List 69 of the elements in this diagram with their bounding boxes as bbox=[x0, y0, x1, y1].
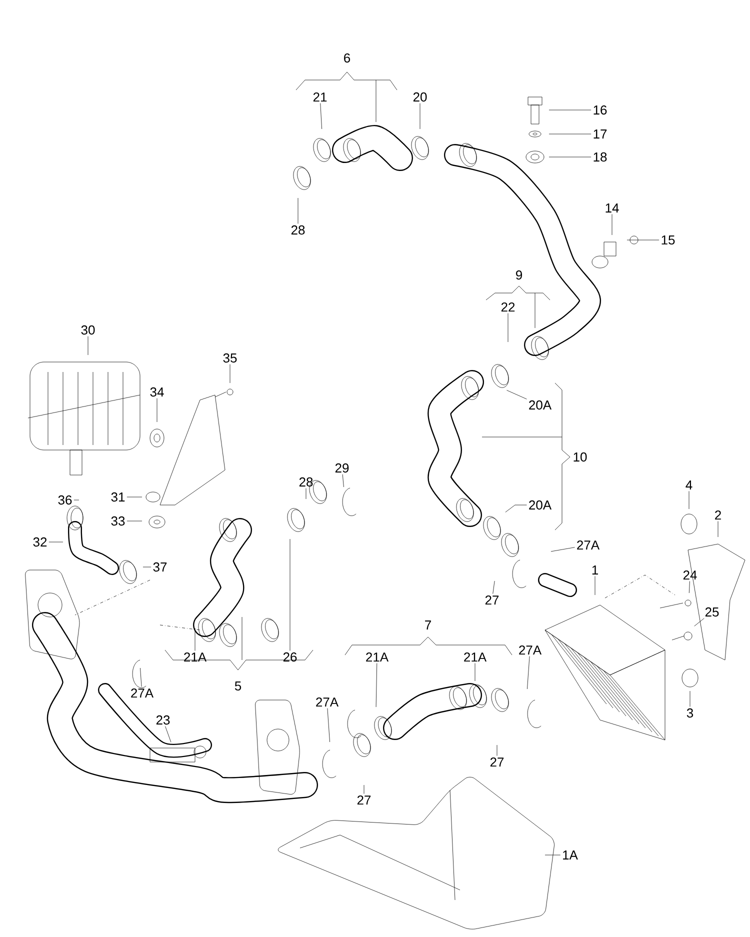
callout-number: 31 bbox=[111, 492, 125, 502]
leader-line bbox=[594, 576, 596, 596]
callout-number: 25 bbox=[705, 607, 719, 617]
callout-number: 21A bbox=[366, 652, 389, 662]
leader-line bbox=[688, 581, 690, 594]
callout-number: 1 bbox=[592, 566, 598, 574]
callout-number: 23 bbox=[156, 715, 170, 725]
callout-number: 9 bbox=[516, 270, 522, 280]
callout-number: 3 bbox=[686, 708, 694, 718]
leader-line bbox=[140, 668, 142, 687]
callout-number: 33 bbox=[111, 516, 125, 526]
callout-number: 20A bbox=[529, 400, 552, 410]
callout-number: 30 bbox=[81, 325, 95, 335]
callout-number: 27A bbox=[519, 645, 542, 655]
callout-number: 28 bbox=[299, 477, 313, 487]
leader-line bbox=[550, 547, 575, 552]
leader-line bbox=[474, 663, 476, 682]
callout-number: 22 bbox=[501, 302, 515, 312]
callout-number: 2 bbox=[715, 510, 721, 520]
callout-number: 34 bbox=[150, 387, 164, 397]
leader-line bbox=[527, 656, 530, 690]
leader-line bbox=[126, 496, 142, 498]
callout-number: 10 bbox=[574, 452, 587, 462]
callout-number: 15 bbox=[662, 235, 675, 245]
leader-line bbox=[505, 504, 527, 512]
leader-line bbox=[165, 726, 172, 742]
leader-line bbox=[688, 490, 690, 510]
callout-number: 27 bbox=[490, 757, 504, 767]
leader-line bbox=[548, 156, 592, 158]
leader-line bbox=[156, 398, 158, 422]
callout-number: 16 bbox=[594, 105, 607, 115]
callout-number: 20A bbox=[529, 500, 552, 510]
leader-line bbox=[496, 744, 498, 756]
callout-number: 27A bbox=[131, 688, 154, 698]
leader-line bbox=[126, 520, 142, 522]
callout-number: 7 bbox=[425, 620, 431, 630]
callout-number: 35 bbox=[223, 353, 237, 363]
leader-line bbox=[327, 708, 330, 742]
leader-line bbox=[506, 390, 527, 400]
callout-number: 17 bbox=[594, 130, 607, 138]
callout-number: 26 bbox=[283, 652, 297, 662]
leader-line bbox=[694, 618, 704, 626]
callout-number: 5 bbox=[234, 681, 242, 691]
leader-line bbox=[142, 566, 152, 568]
callout-number: 27 bbox=[357, 795, 371, 805]
callout-number: 21 bbox=[313, 92, 327, 102]
callout-number: 27 bbox=[485, 595, 499, 605]
callout-number: 6 bbox=[344, 53, 350, 63]
callout-number: 20 bbox=[413, 92, 427, 102]
leader-line bbox=[320, 103, 322, 130]
leader-line bbox=[342, 474, 344, 488]
callout-number: 21A bbox=[184, 652, 207, 662]
leader-line bbox=[376, 663, 378, 708]
leader-line bbox=[544, 854, 561, 856]
callout-number: 36 bbox=[58, 495, 72, 505]
callout-number: 37 bbox=[153, 562, 167, 572]
callout-number: 27A bbox=[577, 540, 600, 550]
callout-number: 32 bbox=[33, 537, 47, 547]
callout-number: 14 bbox=[606, 204, 619, 212]
leader-line bbox=[194, 628, 196, 651]
callout-number: 27A bbox=[316, 697, 339, 707]
callout-number: 28 bbox=[291, 225, 305, 235]
leader-line bbox=[492, 580, 495, 594]
callout-number: 21A bbox=[464, 652, 487, 662]
callout-number: 24 bbox=[683, 570, 697, 580]
callout-number: 4 bbox=[686, 480, 692, 490]
callout-number: 29 bbox=[335, 463, 349, 473]
callout-number: 1A bbox=[563, 850, 578, 860]
callout-number: 18 bbox=[594, 152, 607, 162]
